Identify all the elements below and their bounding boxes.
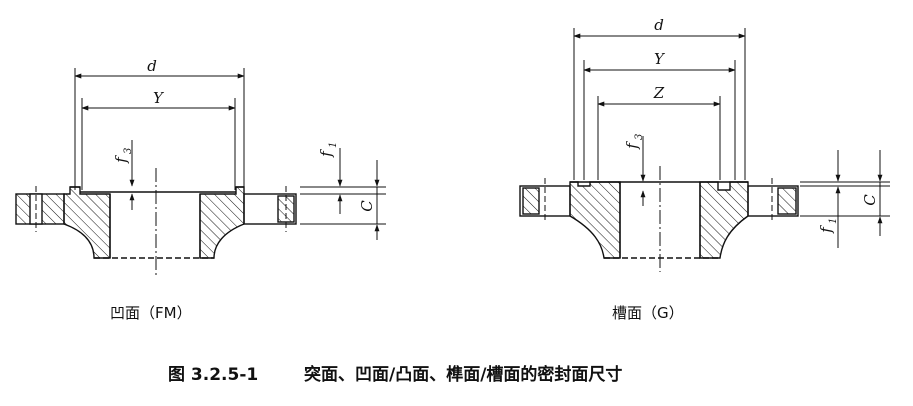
left-dim-c-label: C xyxy=(358,200,376,212)
left-dim-y xyxy=(81,98,236,190)
right-dim-z-label: Z xyxy=(653,84,665,102)
right-dim-f3-label: f xyxy=(623,141,641,150)
right-dim-d xyxy=(573,28,746,180)
right-flange-body-section xyxy=(199,186,245,259)
left-flange-body-section xyxy=(63,186,111,259)
right-dim-z xyxy=(597,96,721,180)
right-dim-y xyxy=(583,60,736,180)
right-flange-view xyxy=(519,166,799,272)
right-dim-f1-c xyxy=(800,150,890,248)
figure-number: 图 3.2.5-1 xyxy=(168,365,258,385)
left-dim-y-label: Y xyxy=(153,89,165,107)
right-bolt-ring-section xyxy=(747,185,799,217)
left-dim-f1-label: f xyxy=(317,149,335,158)
right-dim-f3-sub: 3 xyxy=(634,134,645,140)
right-view-caption: 槽面（G） xyxy=(612,304,684,322)
left-dim-d xyxy=(74,68,245,190)
left-flange-body-section xyxy=(569,181,621,259)
left-dim-f3-sub: 3 xyxy=(123,148,134,154)
right-dim-f1-label: f xyxy=(817,225,835,234)
left-dim-f1-sub: 1 xyxy=(328,142,339,148)
left-bolt-hole-hatch xyxy=(522,187,540,215)
right-flange-body-section xyxy=(699,181,749,259)
right-dim-y-label: Y xyxy=(654,50,666,68)
figure-title: 突面、凹面/凸面、榫面/槽面的密封面尺寸 xyxy=(304,364,622,385)
right-dim-d-label: d xyxy=(654,16,664,34)
right-bolt-ring-section xyxy=(243,193,297,225)
left-dim-f3-label: f xyxy=(112,155,130,164)
left-dim-d-label: d xyxy=(147,57,157,75)
right-bolt-hole-hatch xyxy=(777,187,797,215)
left-view-caption: 凹面（FM） xyxy=(110,304,192,322)
left-dim-f1-c xyxy=(300,148,386,240)
right-dim-f1-sub: 1 xyxy=(828,218,839,224)
right-dim-c-label: C xyxy=(861,194,879,206)
left-flange-view xyxy=(15,168,297,278)
